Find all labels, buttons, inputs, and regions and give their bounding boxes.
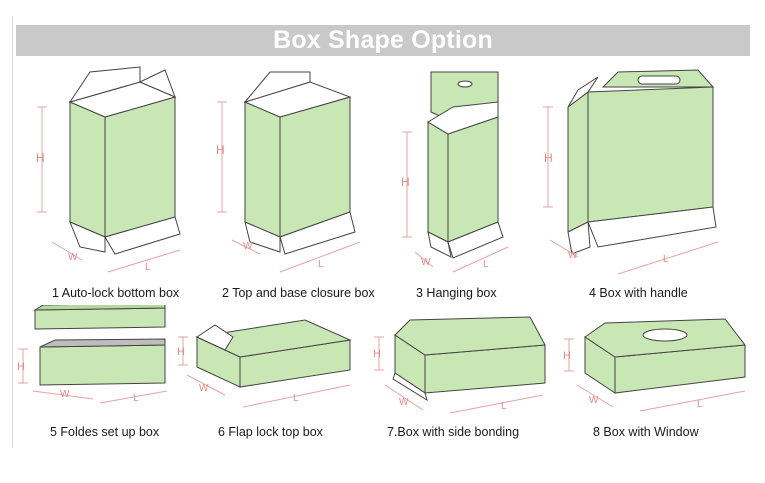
- dim-l-label: L: [483, 259, 489, 270]
- box-5-illustration: H W L: [17, 305, 168, 404]
- dim-h-label: H: [401, 175, 410, 189]
- box-8-caption: 8 Box with Window: [593, 425, 699, 439]
- dim-h-label: H: [216, 143, 225, 157]
- box-7-illustration: H W L: [373, 316, 546, 414]
- dim-h-label: H: [36, 151, 45, 165]
- dim-w-label: W: [68, 252, 78, 263]
- box-1-illustration: H W L: [36, 66, 181, 273]
- box-4-caption: 4 Box with handle: [589, 286, 688, 300]
- box-2-caption: 2 Top and base closure box: [222, 286, 375, 300]
- box-6-illustration: H W L: [177, 319, 352, 408]
- title-banner: Box Shape Option: [16, 25, 750, 56]
- dim-h-label: H: [177, 346, 185, 358]
- dim-l-label: L: [501, 401, 507, 412]
- dim-w-label: W: [589, 395, 599, 406]
- box-4-illustration: H W L: [543, 69, 719, 275]
- dim-l-label: L: [145, 262, 151, 273]
- dim-l-label: L: [318, 259, 324, 270]
- box-8-illustration: H W L: [563, 318, 746, 412]
- page-title: Box Shape Option: [273, 26, 493, 54]
- dim-w-label: W: [243, 241, 253, 252]
- box-3-caption: 3 Hanging box: [416, 286, 497, 300]
- dim-l-label: L: [133, 393, 139, 404]
- box-5-caption: 5 Foldes set up box: [50, 425, 160, 439]
- dim-w-label: W: [60, 389, 70, 400]
- box-1-caption: 1 Auto-lock bottom box: [52, 286, 180, 300]
- dim-h-label: H: [17, 361, 25, 373]
- box-3-illustration: H W L: [401, 71, 509, 273]
- box-6-caption: 6 Flap lock top box: [218, 425, 323, 439]
- dim-l-label: L: [293, 393, 299, 404]
- dim-w-label: W: [421, 257, 431, 268]
- dim-w-label: W: [568, 250, 578, 261]
- dim-h-label: H: [373, 348, 381, 360]
- dim-h-label: H: [563, 350, 571, 362]
- box-7-caption: 7.Box with side bonding: [387, 425, 520, 439]
- dim-l-label: L: [697, 399, 703, 410]
- dim-w-label: W: [399, 397, 409, 408]
- dim-l-label: L: [663, 254, 669, 265]
- dim-h-label: H: [544, 151, 553, 165]
- dim-w-label: W: [199, 383, 209, 394]
- left-border-line: [12, 16, 13, 448]
- box-2-illustration: H W L: [216, 71, 361, 273]
